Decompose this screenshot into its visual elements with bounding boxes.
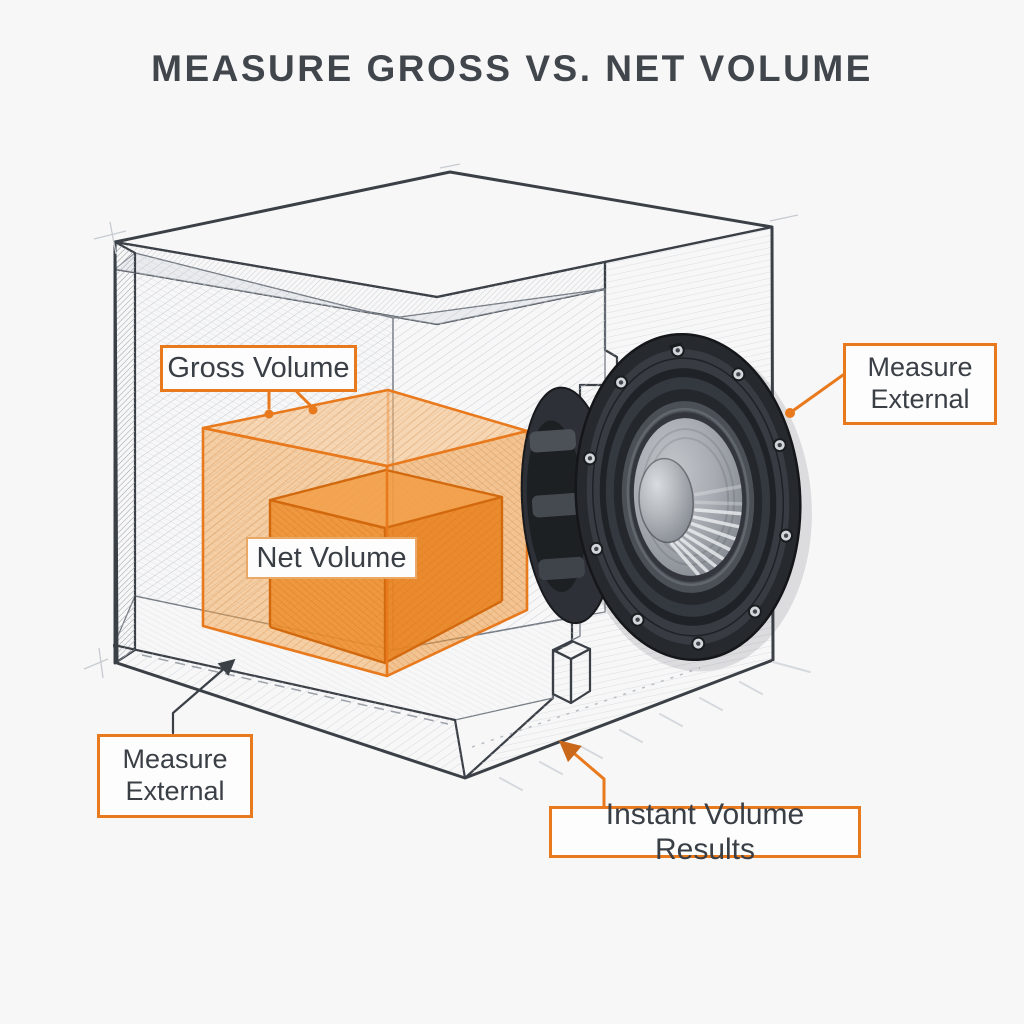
rim-bolts [582,343,794,651]
measure-external-bottom-arrow [171,658,236,735]
gross-volume-leader [264,390,318,419]
measure-external-top-label: Measure External [843,343,997,425]
construction-ticks [83,163,799,679]
ground-shadow [499,661,811,791]
measure-external-top-leader [785,373,845,418]
measure-external-bottom-label: Measure External [97,734,253,818]
cone-highlight-streaks [670,484,744,576]
net-volume-label: Net Volume [246,537,417,579]
instant-volume-results-arrow [558,740,606,808]
floor-dotted-line [471,667,701,748]
enclosure-outline [113,170,775,780]
instant-volume-results-label: Instant Volume Results [549,798,861,866]
gross-volume-label: Gross Volume [160,345,357,392]
page-title: MEASURE GROSS VS. NET VOLUME [151,48,873,89]
rim-top-mark [669,342,682,349]
speaker-driver [520,332,812,672]
bottom-panel-notch [551,639,592,705]
floor-dashed-line [141,654,449,725]
speaker-dust-cap [638,457,695,544]
